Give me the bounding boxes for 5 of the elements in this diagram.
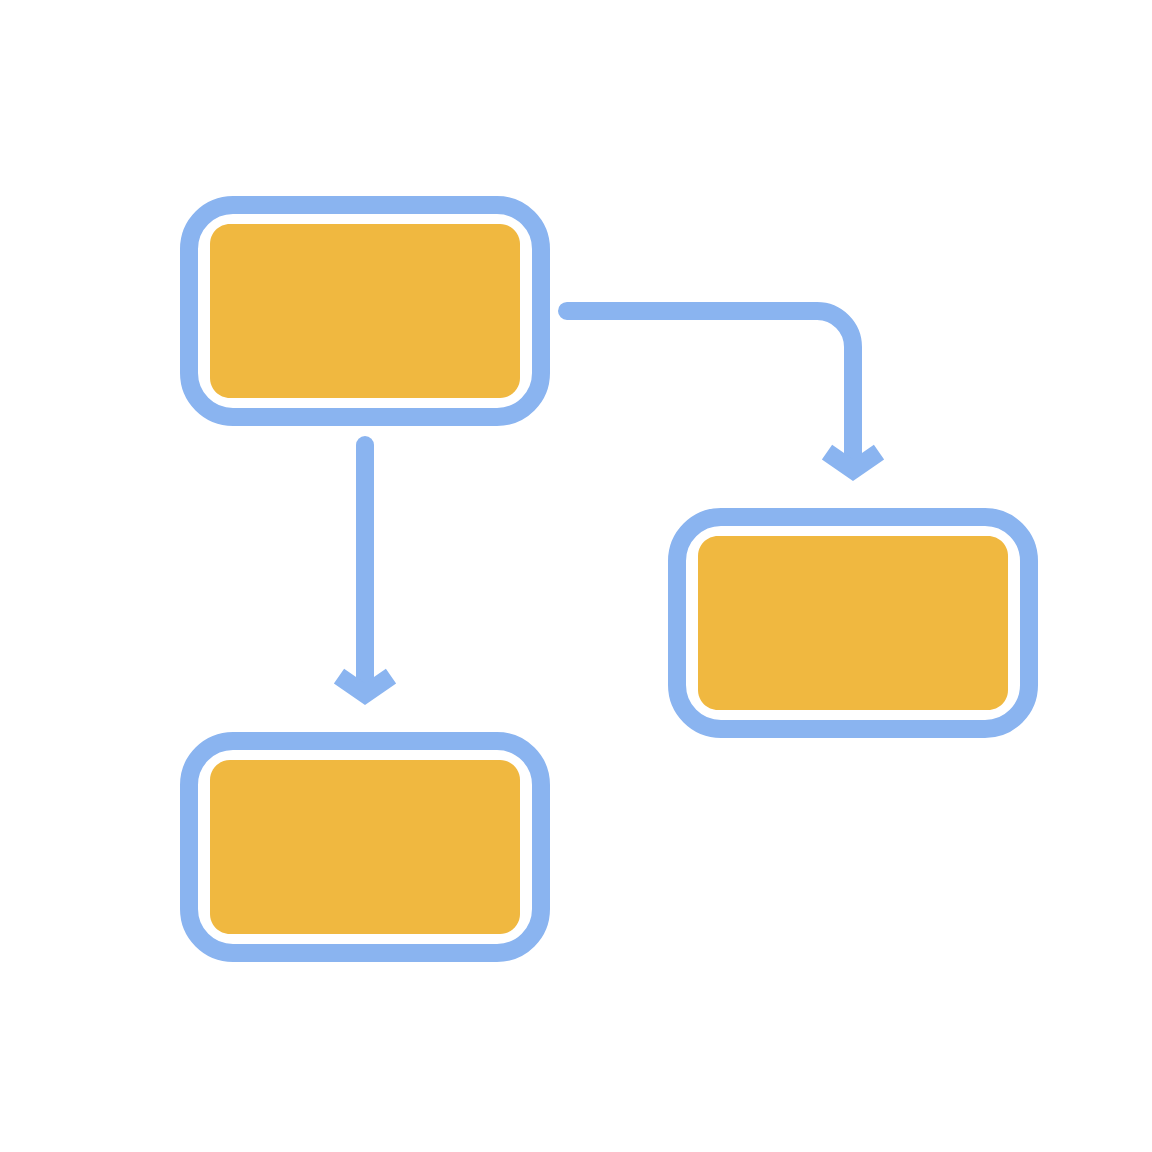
box: [668, 508, 1038, 738]
arrow: [558, 302, 885, 481]
box: [180, 732, 550, 962]
arrow: [333, 436, 397, 705]
box: [180, 196, 550, 426]
